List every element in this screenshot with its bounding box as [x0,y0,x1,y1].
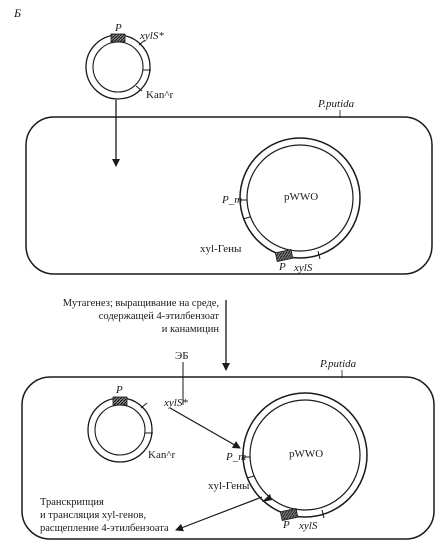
pwwo-bottom-transcription-mark [262,494,272,502]
result-caption-line: Транскрипция [40,497,104,508]
donor-in-cell-inner-ring [94,404,146,456]
mutagenesis-caption-line: и канамицин [161,324,219,335]
donor-segment-mark [138,39,146,46]
donor-in-cell-gene-label: xylS* [164,397,188,409]
pwwo-bottom-inner-ring [249,399,361,511]
mutagenesis-caption-line: Мутагенез; выращивание на среде, [62,298,219,309]
plasmid-pwwo-bottom [242,392,368,522]
donor-promoter-label: P [115,22,122,34]
pwwo-top-label: pWWO [284,191,319,203]
pwwo-bottom-segment-mark [321,509,325,519]
pwwo-top-promoter-label: P [279,261,286,273]
result-caption: Транскрипция и трансляция xyl-генов, рас… [40,496,169,535]
cell-top-species-label: P.putida [318,98,355,110]
pwwo-top-operon-label: xyl-Гены [200,243,242,255]
donor-in-cell-segment-mark [140,402,148,409]
plasmid-pwwo-top [239,137,361,263]
donor-in-cell-marker-label: Kan^r [148,449,176,461]
pwwo-top-promoter-block [274,248,294,263]
pwwo-top-gene-label: xylS [294,262,313,274]
result-arrow [175,496,263,532]
pwwo-top-inner-ring [246,144,354,252]
donor-in-cell-outer-ring [87,397,153,463]
donor-segment-mark [135,85,143,92]
donor-gene-label: xylS* [140,30,164,42]
pwwo-top-pm-label: P_m [222,194,243,206]
pwwo-bottom-label: pWWO [289,448,324,460]
pwwo-bottom-segment-mark [246,475,255,479]
pwwo-bottom-outer-ring [242,392,368,518]
pwwo-bottom-promoter-block [279,507,299,522]
pwwo-top-segment-mark [317,250,321,260]
pwwo-top-outer-ring [239,137,361,259]
donor-in-cell-promoter-label: P [116,384,123,396]
pwwo-bottom-gene-label: xylS [299,520,318,532]
result-caption-line: расщепление 4-этилбензоата [40,523,169,534]
donor-plasmid [85,33,151,100]
donor-marker-label: Kan^r [146,89,174,101]
activation-arrow [169,407,241,449]
donor-plasmid-in-cell [87,396,153,463]
pwwo-top-segment-mark [242,216,251,220]
mutagenesis-caption-line: содержащей 4-этилбензоат [98,311,219,322]
cell-top-membrane [25,116,433,275]
pwwo-bottom-promoter-label: P [283,519,290,531]
pwwo-bottom-pm-label: P_m [226,451,247,463]
panel-label: Б [14,6,22,20]
donor-promoter-block [110,33,126,43]
effector-label: ЭБ [175,350,189,362]
donor-in-cell-promoter-block [112,396,128,406]
cell-bottom-species-label: P.putida [320,358,357,370]
cell-bottom-membrane [21,376,435,540]
mutagenesis-caption: Мутагенез; выращивание на среде, содержа… [63,297,219,336]
donor-plasmid-inner-ring [92,41,144,93]
pwwo-bottom-operon-label: xyl-Гены [208,480,250,492]
result-caption-line: и трансляция xyl-генов, [40,510,147,521]
